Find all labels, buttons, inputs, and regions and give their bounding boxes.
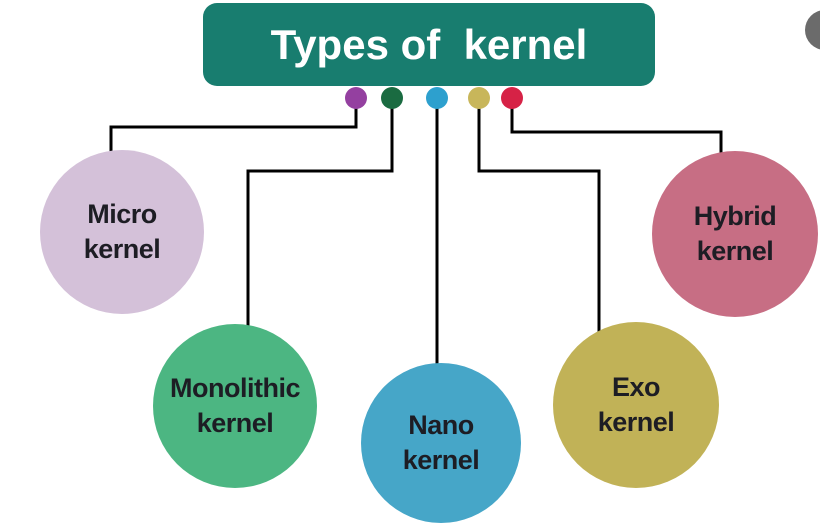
node-label-line: kernel [402, 445, 480, 475]
branch-dot-hybrid [501, 87, 523, 109]
diagram-title-box: Types of kernel [203, 3, 655, 86]
node-monolithic-kernel-label: Monolithic kernel [170, 371, 300, 441]
node-label-line: kernel [196, 408, 274, 438]
node-hybrid-kernel-label: Hybrid kernel [694, 199, 777, 269]
node-label-line: Micro [87, 198, 157, 229]
page-title: Types of kernel [270, 20, 588, 68]
branch-dot-nano [426, 87, 448, 109]
node-exo-kernel: Exo kernel [553, 322, 719, 488]
node-label-line: Hybrid [693, 200, 777, 231]
node-label-line: kernel [696, 236, 774, 266]
connector-monolithic [246, 104, 394, 335]
node-hybrid-kernel: Hybrid kernel [652, 151, 818, 317]
connector-micro [109, 104, 358, 160]
connector-hybrid [510, 104, 723, 162]
branch-dot-exo [468, 87, 490, 109]
branch-dot-monolithic [381, 87, 403, 109]
node-label-line: Monolithic [170, 372, 300, 403]
node-label-line: Nano [408, 409, 474, 440]
node-nano-kernel-label: Nano kernel [403, 408, 480, 478]
connector-exo [477, 104, 601, 340]
node-nano-kernel: Nano kernel [361, 363, 521, 523]
branch-dot-micro [345, 87, 367, 109]
node-label-line: kernel [83, 234, 161, 264]
node-micro-kernel-label: Micro kernel [84, 197, 161, 267]
node-label-line: Exo [611, 371, 661, 402]
node-micro-kernel: Micro kernel [40, 150, 204, 314]
clipped-gray-circle [805, 10, 820, 50]
node-exo-kernel-label: Exo kernel [598, 370, 675, 440]
node-monolithic-kernel: Monolithic kernel [153, 324, 317, 488]
node-label-line: kernel [597, 407, 675, 437]
